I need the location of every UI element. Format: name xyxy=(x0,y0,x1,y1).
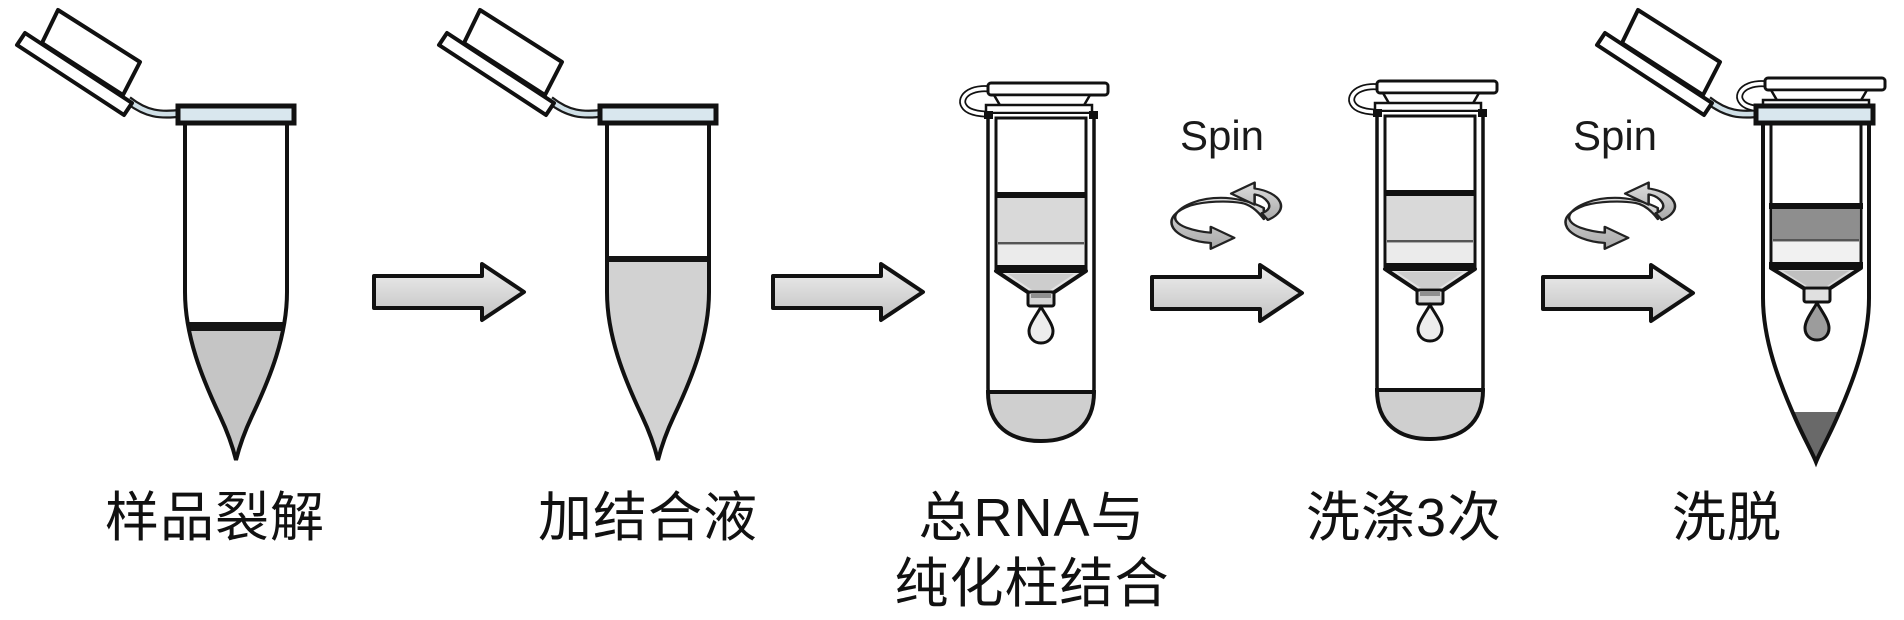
step-label-sample-lysis: 样品裂解 xyxy=(105,488,325,548)
rotation-arrows-icon xyxy=(1170,181,1283,251)
step-label-wash: 洗涤3次 xyxy=(1305,488,1503,548)
flow-arrow-icon xyxy=(771,262,925,322)
open-cap-icon xyxy=(17,10,182,115)
rna-membrane-band xyxy=(1773,209,1859,239)
flow-arrow-icon xyxy=(372,262,526,322)
spin-column-wash-icon xyxy=(1352,81,1497,439)
step-label-bind-line1: 总RNA与 xyxy=(918,488,1146,548)
step-label-bind-line2: 纯化柱结合 xyxy=(894,554,1170,614)
tube-rim xyxy=(597,103,719,126)
tube-rim xyxy=(1753,103,1876,126)
step-label-add-binding-buffer: 加结合液 xyxy=(538,488,758,548)
step-label-elution: 洗脱 xyxy=(1672,488,1782,548)
flow-arrow-icon xyxy=(1541,263,1695,323)
rotation-arrows-icon xyxy=(1564,181,1677,251)
spin-column-bind-icon xyxy=(963,83,1108,441)
open-cap-icon xyxy=(439,10,604,115)
tube-rim xyxy=(175,103,297,126)
spin-label: Spin xyxy=(1179,112,1265,159)
droplet-icon xyxy=(1803,300,1831,342)
flow-arrow-icon xyxy=(1150,263,1304,323)
eluate-liquid xyxy=(1763,412,1869,462)
elution-tube-icon xyxy=(1597,10,1885,468)
binding-liquid xyxy=(607,256,709,460)
step-label-bind-to-column: 总RNA与 纯化柱结合 xyxy=(862,485,1202,617)
tube-sample-lysis-icon xyxy=(17,10,297,462)
spin-label: Spin xyxy=(1572,112,1658,159)
